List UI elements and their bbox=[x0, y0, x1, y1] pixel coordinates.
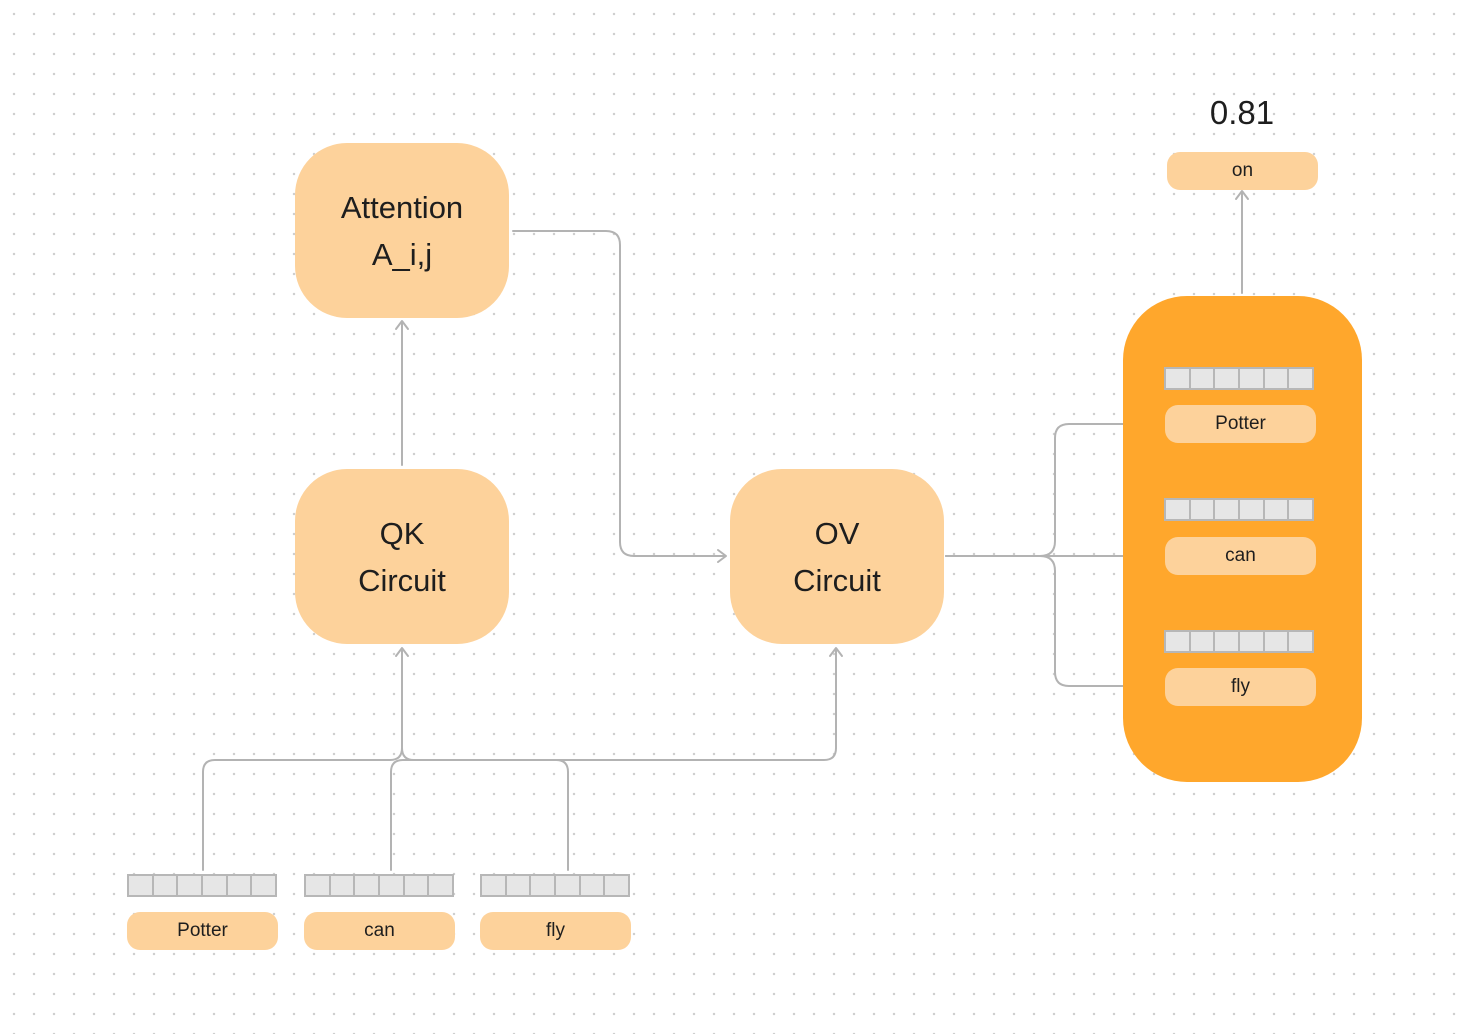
attention-subscript: A_i,j bbox=[371, 236, 433, 272]
input-vector-potter bbox=[127, 874, 277, 897]
output-score: 0.81 bbox=[1209, 94, 1275, 131]
panel-vector-can bbox=[1164, 498, 1314, 521]
qk-circuit-node[interactable]: QK Circuit bbox=[295, 469, 509, 644]
arrow-head-output-in bbox=[1235, 190, 1249, 200]
input-token-can[interactable]: can bbox=[304, 912, 455, 950]
input-vector-fly bbox=[480, 874, 630, 897]
attention-title: Attention bbox=[340, 189, 464, 225]
edge-can-to-circuits bbox=[390, 747, 837, 871]
panel-vector-fly bbox=[1164, 630, 1314, 653]
panel-vector-potter bbox=[1164, 367, 1314, 390]
input-vector-can bbox=[304, 874, 454, 897]
attention-node[interactable]: Attention A_i,j bbox=[295, 143, 509, 318]
edge-attention-to-ov bbox=[512, 230, 725, 557]
edge-potter-to-circuits bbox=[202, 747, 403, 871]
arrow-head-qk-in bbox=[395, 647, 409, 657]
edge-fly-to-circuits bbox=[401, 747, 569, 871]
input-token-potter[interactable]: Potter bbox=[127, 912, 278, 950]
arrow-head-attention-in bbox=[395, 320, 409, 330]
arrow-head-ov-left bbox=[717, 549, 727, 563]
ov-circuit-node[interactable]: OV Circuit bbox=[730, 469, 944, 644]
panel-token-potter[interactable]: Potter bbox=[1165, 405, 1316, 443]
ov-circuit-line1: OV bbox=[814, 515, 860, 551]
edge-ov-to-fly bbox=[945, 555, 1161, 687]
panel-token-fly[interactable]: fly bbox=[1165, 668, 1316, 706]
panel-token-can[interactable]: can bbox=[1165, 537, 1316, 575]
ov-circuit-line2: Circuit bbox=[793, 562, 881, 598]
input-token-fly[interactable]: fly bbox=[480, 912, 631, 950]
qk-circuit-line1: QK bbox=[379, 515, 425, 551]
arrow-head-ov-in bbox=[829, 647, 843, 657]
qk-circuit-line2: Circuit bbox=[358, 562, 446, 598]
output-token-on[interactable]: on bbox=[1167, 152, 1318, 190]
